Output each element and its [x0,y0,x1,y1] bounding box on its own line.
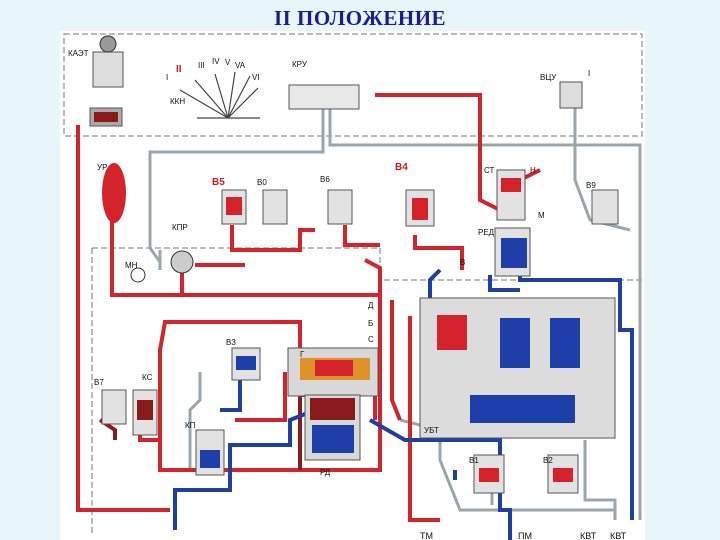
controller-handle [99,35,260,119]
label-pm: ПМ [518,531,532,540]
label-pos-1: I [166,73,168,82]
label-pos-5a: VA [235,61,246,70]
label-pos-5: V [225,58,231,67]
label-v1: В1 [469,456,479,465]
label-v2: В2 [543,456,553,465]
label-c: С [368,335,374,344]
label-m: М [538,211,545,220]
label-n: Н [530,166,536,175]
label-kvt-1: КВТ [580,531,597,540]
label-v9: В9 [586,181,596,190]
label-pos-3: III [198,61,205,70]
label-v6: В6 [320,175,330,184]
label-v: В [460,258,465,267]
label-kvt-2: КВТ [610,531,627,540]
label-b: Б [368,319,373,328]
valve-fills [94,112,580,482]
label-tm: ТМ [420,531,433,540]
label-b4: В4 [395,162,408,173]
label-d: Д [368,301,374,310]
label-kp: КП [185,421,196,430]
label-kru: КРУ [292,60,308,69]
label-pos-2: II [176,64,182,75]
label-pos-4: IV [212,57,220,66]
label-ur: УР [97,163,107,172]
diagram-labels: КАЭТ ККН КРУ ВЦУ УР КПР МН В5 В0 В6 В4 С… [68,49,627,540]
label-kku: ККН [170,97,185,106]
page-title: II ПОЛОЖЕНИЕ [273,6,447,30]
label-kaet: КАЭТ [68,49,89,58]
label-kc: КС [142,373,153,382]
label-mn: МН [125,261,138,270]
label-vtsu: ВЦУ [540,73,557,82]
label-kpr: КПР [172,223,188,232]
label-g: Г [300,350,305,359]
label-pos-6: VI [252,73,260,82]
label-v7: В7 [94,378,104,387]
label-vtsu-pos: I [588,69,590,78]
label-ubt: УБТ [424,426,439,435]
label-v3: В3 [226,338,236,347]
label-v0: В0 [257,178,267,187]
label-rd: РД [320,468,331,477]
label-st: СТ [484,166,495,175]
label-red: РЕД [478,228,495,237]
label-b5: В5 [212,177,225,188]
